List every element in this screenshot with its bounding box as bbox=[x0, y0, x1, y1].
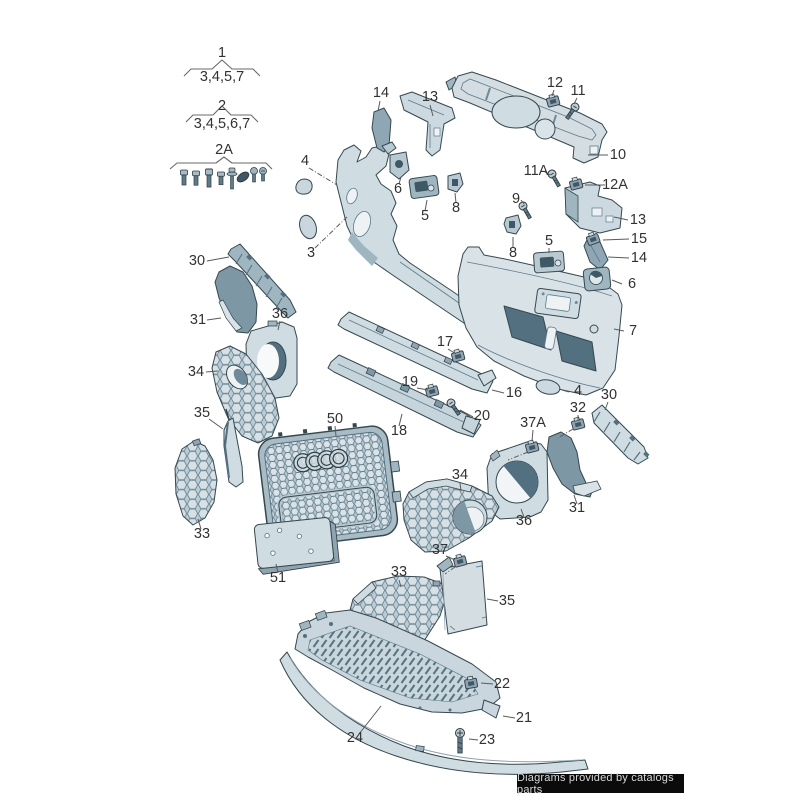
callout-35-right: 35 bbox=[499, 593, 515, 609]
legend-2a-id: 2A bbox=[215, 142, 233, 158]
part-50-grille-drawing bbox=[257, 422, 402, 549]
part-23-screw-drawing bbox=[455, 728, 465, 754]
part-31-left-drawing bbox=[214, 265, 258, 334]
callout-36-right: 36 bbox=[516, 513, 532, 529]
part-8-left-drawing bbox=[447, 172, 464, 193]
callout-12a: 12A bbox=[602, 177, 628, 193]
callout-4-bottom: 4 bbox=[574, 383, 582, 399]
legend-1-refs: 3,4,5,7 bbox=[200, 69, 244, 85]
part-10-lock-carrier-drawing bbox=[445, 71, 608, 164]
part-8-right-drawing bbox=[503, 214, 522, 235]
callout-23: 23 bbox=[479, 732, 495, 748]
legend-1-id: 1 bbox=[218, 45, 226, 61]
part-6-right-drawing bbox=[582, 266, 612, 292]
callout-34-right: 34 bbox=[452, 467, 468, 483]
callout-6-left: 6 bbox=[394, 181, 402, 197]
fastener-icons bbox=[180, 167, 267, 190]
callout-21: 21 bbox=[516, 710, 532, 726]
callout-15: 15 bbox=[631, 231, 647, 247]
part-31-right-drawing bbox=[546, 431, 602, 498]
part-7-bumper-cover-drawing bbox=[457, 246, 623, 396]
callout-50: 50 bbox=[327, 411, 343, 427]
part-4-top-cap-drawing bbox=[295, 178, 313, 195]
callout-8-left: 8 bbox=[452, 200, 460, 216]
part-21-lower-air-guide-drawing bbox=[294, 609, 501, 719]
side-support-drawing bbox=[335, 144, 513, 349]
callout-14-right: 14 bbox=[631, 250, 647, 266]
callout-10: 10 bbox=[610, 147, 626, 163]
callout-5-left: 5 bbox=[421, 208, 429, 224]
callout-22: 22 bbox=[494, 676, 510, 692]
part-24-trim-strip-drawing bbox=[279, 651, 589, 775]
part-13-top-drawing bbox=[399, 91, 456, 157]
callout-20: 20 bbox=[474, 408, 490, 424]
callout-7: 7 bbox=[629, 323, 637, 339]
audi-rings-icon bbox=[293, 448, 349, 473]
part-33-left-drawing bbox=[174, 438, 218, 526]
part-51-plate-bracket-drawing bbox=[253, 517, 340, 575]
part-35-right-drawing bbox=[436, 556, 488, 635]
callout-24: 24 bbox=[347, 730, 363, 746]
callout-14-top: 14 bbox=[373, 85, 389, 101]
callout-4-top: 4 bbox=[301, 153, 309, 169]
callout-17: 17 bbox=[437, 334, 453, 350]
callout-31-left: 31 bbox=[190, 312, 206, 328]
callout-30-left: 30 bbox=[189, 253, 205, 269]
callout-18: 18 bbox=[391, 423, 407, 439]
callout-36-left: 36 bbox=[272, 306, 288, 322]
callout-6-right: 6 bbox=[628, 276, 636, 292]
callout-30-right: 30 bbox=[601, 387, 617, 403]
callout-9: 9 bbox=[512, 191, 520, 207]
callout-3: 3 bbox=[307, 245, 315, 261]
diagram-artwork bbox=[169, 59, 650, 775]
callout-5-right: 5 bbox=[545, 233, 553, 249]
part-30-left-drawing bbox=[227, 243, 297, 319]
callout-33-right: 33 bbox=[391, 564, 407, 580]
legend-2-id: 2 bbox=[218, 98, 226, 114]
part-6-left-drawing bbox=[389, 151, 410, 180]
part-35-left-drawing bbox=[223, 408, 244, 488]
part-5-left-drawing bbox=[408, 175, 440, 199]
callout-31-right: 31 bbox=[569, 500, 585, 516]
credits-badge: Diagrams provided by catalogs parts bbox=[517, 772, 684, 796]
part-5-right-drawing bbox=[533, 250, 565, 274]
part-34-right-drawing bbox=[402, 478, 500, 553]
part-13-right-drawing bbox=[564, 181, 623, 234]
part-16-rail-drawing bbox=[337, 311, 497, 394]
callout-51: 51 bbox=[270, 570, 286, 586]
callout-34-left: 34 bbox=[188, 364, 204, 380]
callout-16: 16 bbox=[506, 385, 522, 401]
part-30-right-drawing bbox=[591, 404, 650, 465]
callout-35-left: 35 bbox=[194, 405, 210, 421]
part-4-bottom-cap-drawing bbox=[535, 379, 561, 395]
callout-37: 37 bbox=[432, 542, 448, 558]
callout-labels: 1 3,4,5,7 2 3,4,5,6,7 2A 14 13 12 11 10 … bbox=[188, 45, 647, 748]
part-3-cap-drawing bbox=[299, 214, 317, 240]
part-18-rail-drawing bbox=[327, 354, 482, 438]
callout-8-right: 8 bbox=[509, 245, 517, 261]
callout-13-top: 13 bbox=[422, 89, 438, 105]
callout-11: 11 bbox=[570, 83, 585, 99]
callout-19: 19 bbox=[402, 374, 418, 390]
legend-braces bbox=[169, 59, 273, 170]
leader-lines bbox=[197, 89, 630, 741]
screw-icons bbox=[444, 100, 582, 754]
callout-13-right: 13 bbox=[630, 212, 646, 228]
callout-12: 12 bbox=[547, 75, 563, 91]
callout-37a: 37A bbox=[520, 415, 546, 431]
legend-2-refs: 3,4,5,6,7 bbox=[194, 116, 250, 132]
callout-33-left: 33 bbox=[194, 526, 210, 542]
part-14-top-drawing bbox=[371, 107, 397, 155]
callout-11a: 11A bbox=[524, 163, 549, 179]
callout-32: 32 bbox=[570, 400, 586, 416]
part-36-right-drawing bbox=[486, 441, 549, 520]
